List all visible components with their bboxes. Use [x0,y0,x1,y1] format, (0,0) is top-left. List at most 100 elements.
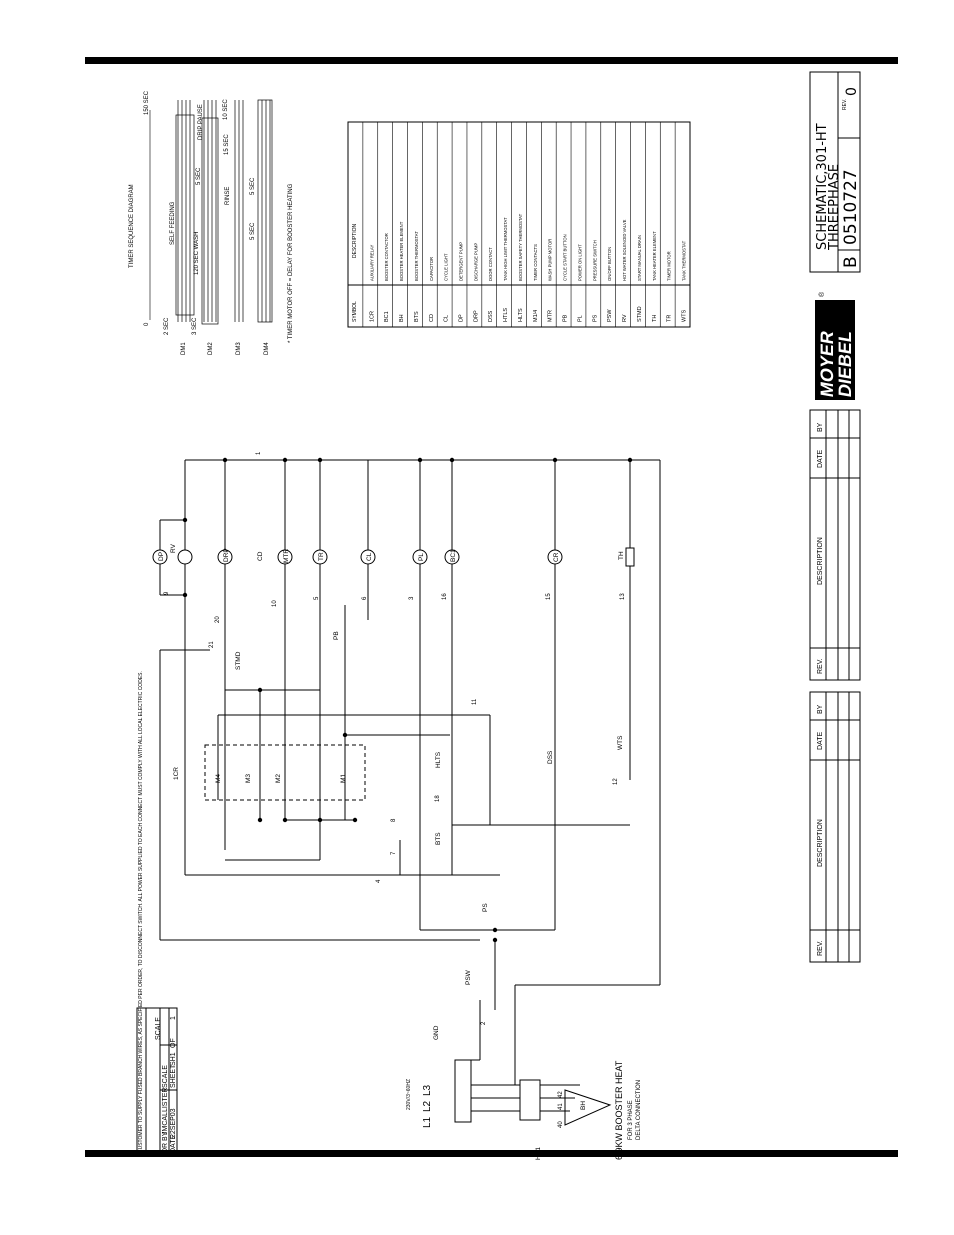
wash-label: 120 SEC WASH [194,232,200,275]
symbol-code: STMD [637,306,643,322]
component-label-gnd: GND [433,1025,440,1040]
symbol-code: CD [429,314,435,322]
of-value: 1 [170,1016,177,1020]
symbol-description: START MANUAL DRAIN [637,235,642,281]
drip-pause-label: DRIP PAUSE [198,104,204,140]
component-label-m1: M1 [340,774,347,783]
bottom-border-bar [85,1150,898,1157]
symbol-code: HTLS [503,308,509,322]
wire-number-13: 13 [620,593,626,600]
rinse-label: RINSE [225,187,231,205]
delta-note-1: FOR 3 PHASE [628,1100,634,1140]
symbol-code: BTS [414,311,420,322]
symbol-code: M1/4 [533,310,539,322]
symbol-code: BC1 [384,311,390,322]
description-header: DESCRIPTION [352,223,358,258]
tank-heater-symbol [625,547,635,567]
component-label-wts: WTS [617,735,624,750]
top-border-bar [85,57,898,64]
self-feeding-label: SELF FEEDING [170,201,176,245]
wire-number-21: 21 [209,641,215,648]
supply-rating: 230V/3~60HZ [406,1079,412,1110]
wire-number-3: 3 [409,596,415,600]
wire-number-7: 7 [391,851,397,855]
symbol-description: TIMER MOTOR [667,251,672,281]
rev-value: 0 [844,87,860,96]
symbol-code: RV [622,314,628,322]
wire-number-2: 2 [481,1021,487,1025]
symbol-code: PS [592,314,598,322]
symbol-code: BH [399,314,405,322]
wash-motor-symbol [277,549,293,565]
wire-number-11: 11 [472,698,478,705]
symbol-description: BOOSTER THERMOSTAT [414,231,419,281]
wire-number-12: 12 [613,778,619,785]
ladder-components [152,547,635,1123]
detergent-pump-symbol [152,549,168,565]
symbol-description: WASH PUMP MOTOR [548,239,553,281]
symbol-code: PB [563,314,569,322]
dm4-label: DM4 [264,342,270,355]
component-label-1cr: 1CR [173,767,180,780]
symbol-code: DP [458,314,464,322]
sheet-label: SHEET [170,1064,177,1088]
drawing-phase: THREEPHASE [827,164,842,251]
symbol-description: CAPACITOR [429,257,434,281]
wire-number-42: 42 [558,1091,564,1098]
logo-registered: ® [818,291,826,297]
symbol-description: BOOSTER HEATER ELEMENT [399,221,404,281]
wire-number-40: 40 [558,1121,564,1128]
dm2-label: DM2 [208,342,214,355]
symbol-description: DETERGENT PUMP [458,242,463,281]
symbol-description: PRESSURE SWITCH [592,240,597,281]
symbol-description: BOOSTER SAFETY THERMOSTAT [518,213,523,281]
cycle-light-symbol [360,549,376,565]
wire-number-5: 5 [314,596,320,600]
timer-2sec: 2 SEC [164,317,170,335]
power-light-symbol [412,549,428,565]
wire-number-18: 18 [435,795,441,802]
timer-start: 0 [144,322,150,326]
component-label-bts: BTS [435,832,442,845]
timer-sequence-diagram: TIMER SEQUENCE DIAGRAM 0 150 SEC DM1 DM2… [129,90,294,355]
component-label-m3: M3 [245,774,252,783]
symbol-code: PL [577,315,583,322]
symbol-description: CYCLE START BUTTON [563,234,568,281]
drawing-title: SCHEMATIC,301-HT [815,123,830,250]
dm1-label: DM1 [181,342,187,355]
symbol-header: SYMBOL [352,301,358,322]
wire-number-1: 1 [256,451,262,455]
symbol-code: DSS [488,310,494,322]
rev-table-1-rev: REV. [817,658,824,674]
symbol-code: HLTS [518,308,524,322]
wire-number-16: 16 [442,593,448,600]
drawing-notes-block: CUSTOMER TO SUPPLY FUSED BRANCH WIRES, A… [136,671,178,1156]
symbol-code: TR [667,315,673,322]
timer-10sec: 10 SEC [223,99,229,120]
timer-5sec-c: 5 SEC [250,222,256,240]
component-label-psw: PSW [465,969,472,985]
symbol-code: PSW [607,309,613,322]
of-label: OF [170,1038,177,1048]
wire-number-20: 20 [215,616,221,623]
dm3-label: DM3 [236,342,242,355]
timer-5sec-b: 5 SEC [250,177,256,195]
component-label-m2: M2 [275,774,282,783]
component-label-dp: DP [158,552,165,561]
symbol-description: DISCHARGE PUMP [473,243,478,281]
booster-contactor-block [519,1079,541,1121]
line-l2: L2 [422,1100,433,1112]
rev-table-2-description: DESCRIPTION [817,819,824,867]
customer-note: CUSTOMER TO SUPPLY FUSED BRANCH WIRES, A… [138,671,144,1153]
delta-note-2: DELTA CONNECTION [636,1080,642,1140]
date-value: 22SEP03 [170,1108,177,1138]
moyer-diebel-logo: MOYER DIEBEL ® [815,291,855,400]
component-label-mtr: MTR [283,549,290,563]
symbol-description: BOOSTER CONTACTOR [384,233,389,281]
symbol-code: CL [444,315,450,322]
component-label-bh: BH [580,1101,587,1110]
timer-5sec-a: 5 SEC [196,167,202,185]
rev-table-2-rev: REV. [817,940,824,956]
component-label-hlts: HLTS [435,751,442,768]
